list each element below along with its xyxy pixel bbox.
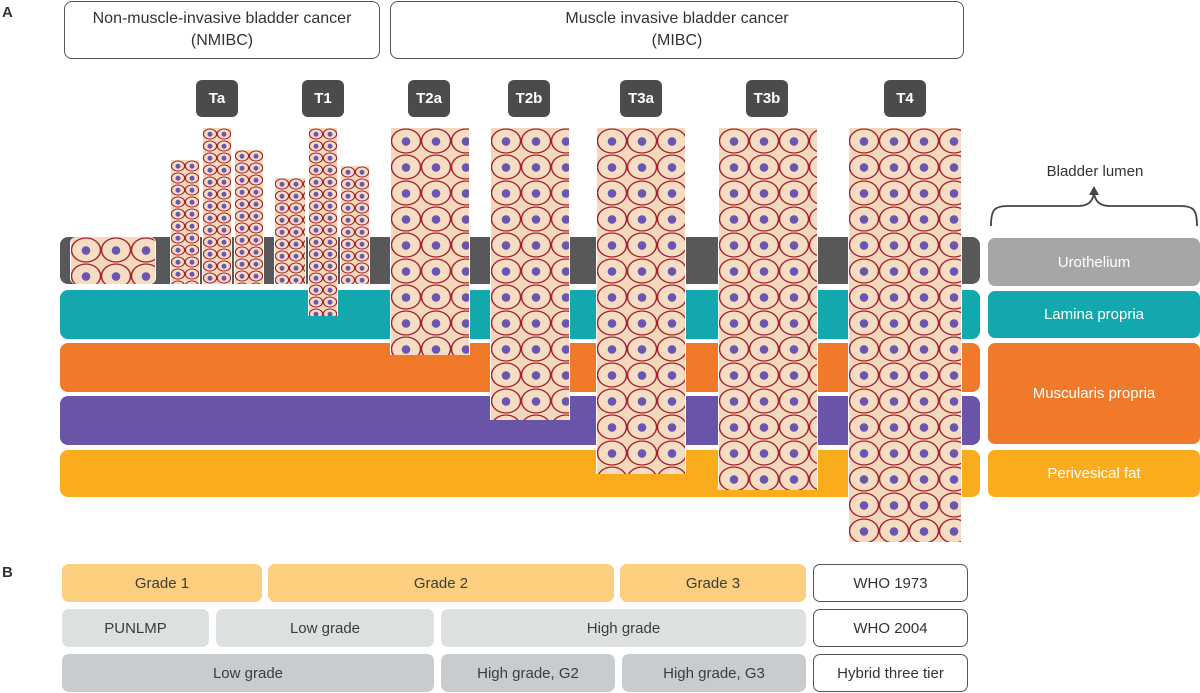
grade-cell-hybrid-low-grade: Low grade [62, 654, 434, 692]
mibc-title: Muscle invasive bladder cancer [565, 10, 789, 27]
grade-cell-who1973-grade2: Grade 2 [268, 564, 614, 602]
mibc-abbrev: (MIBC) [651, 32, 703, 49]
stage-tag-t2b: T2b [508, 80, 550, 117]
nmibc-abbrev: (NMIBC) [190, 32, 254, 49]
t3b-tumour [718, 128, 818, 490]
t2a-tumour [390, 128, 470, 355]
t1-tumour-column [274, 178, 306, 284]
t4-tumour [848, 128, 962, 542]
urothelium-label: Urothelium [988, 238, 1200, 286]
grade-cell-who1973-grade3: Grade 3 [620, 564, 806, 602]
normal-urothelium-cells [70, 237, 156, 284]
grade-cell-hybrid-high-grade-g2: High grade, G2 [441, 654, 615, 692]
perivesical-fat-band [60, 450, 980, 497]
t3a-tumour [596, 128, 686, 474]
grade-cell-hybrid-high-grade-g3: High grade, G3 [622, 654, 806, 692]
system-label-who1973: WHO 1973 [813, 564, 968, 602]
ta-tumour-column [234, 150, 264, 284]
system-label-who2004: WHO 2004 [813, 609, 968, 647]
nmibc-group-box: Non-muscle-invasive bladder cancer (NMIB… [64, 1, 380, 59]
stage-tag-t3a: T3a [620, 80, 662, 117]
ta-tumour-column [202, 128, 232, 284]
grade-cell-who1973-grade1: Grade 1 [62, 564, 262, 602]
grade-cell-who2004-high-grade: High grade [441, 609, 806, 647]
stage-tag-ta: Ta [196, 80, 238, 117]
perivesical-fat-label: Perivesical fat [988, 450, 1200, 497]
t1-tumour-column [340, 166, 370, 284]
stage-tag-t4: T4 [884, 80, 926, 117]
grade-cell-who2004-low-grade: Low grade [216, 609, 434, 647]
bladder-lumen-label: Bladder lumen [1046, 163, 1144, 180]
ta-tumour-column [170, 160, 200, 284]
panel-label-a: A [2, 4, 13, 21]
system-label-hybrid: Hybrid three tier [813, 654, 968, 692]
grade-cell-who2004-punlmp: PUNLMP [62, 609, 209, 647]
stage-tag-t2a: T2a [408, 80, 450, 117]
panel-label-b: B [2, 564, 13, 581]
stage-tag-t3b: T3b [746, 80, 788, 117]
lamina-propria-label: Lamina propria [988, 291, 1200, 338]
arrow-up-icon [1089, 186, 1099, 195]
t2b-tumour [490, 128, 570, 420]
nmibc-title: Non-muscle-invasive bladder cancer [92, 10, 352, 27]
stage-tag-t1: T1 [302, 80, 344, 117]
muscularis-propria-label: Muscularis propria [988, 343, 1200, 444]
mibc-group-box: Muscle invasive bladder cancer (MIBC) [390, 1, 964, 59]
t1-tumour-column [308, 128, 338, 316]
bladder-lumen-brace [990, 186, 1198, 227]
